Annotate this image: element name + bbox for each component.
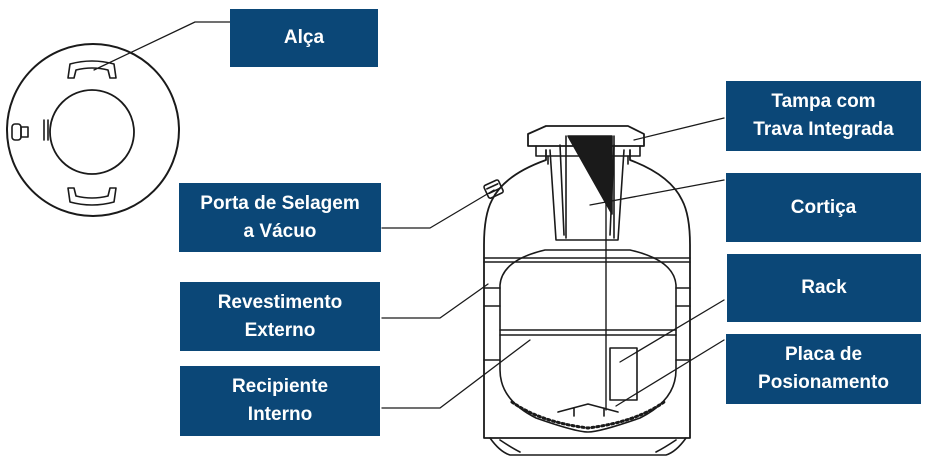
leader-lines <box>93 21 725 409</box>
leader-alca <box>93 21 233 71</box>
label-rack: Rack <box>727 254 921 322</box>
label-cortica: Cortiça <box>726 173 921 242</box>
label-placa: Placa de Posionamento <box>726 334 921 404</box>
label-alca: Alça <box>230 9 378 67</box>
label-porta-selagem: Porta de Selagem a Vácuo <box>179 183 381 252</box>
dewar-side-view <box>483 125 691 456</box>
rack-shape <box>609 347 638 401</box>
bottom-handle-shape <box>67 187 117 206</box>
leader-cortica <box>589 179 725 206</box>
outer-shell <box>483 149 691 439</box>
leader-rack <box>619 299 725 363</box>
leader-revestimento <box>381 283 489 319</box>
leader-tampa <box>633 117 725 141</box>
leader-porta <box>381 189 495 229</box>
leader-recipiente <box>381 339 531 409</box>
leader-placa <box>615 339 725 407</box>
cork-shape <box>567 135 613 215</box>
label-recipiente: Recipiente Interno <box>180 366 380 436</box>
lid-shape <box>527 125 645 147</box>
positioning-plate-shape <box>557 403 619 417</box>
label-revestimento: Revestimento Externo <box>180 282 380 351</box>
top-view-lid <box>6 43 180 217</box>
inner-vessel <box>499 249 677 433</box>
top-handle-shape <box>67 60 117 79</box>
label-tampa: Tampa com Trava Integrada <box>726 81 921 151</box>
